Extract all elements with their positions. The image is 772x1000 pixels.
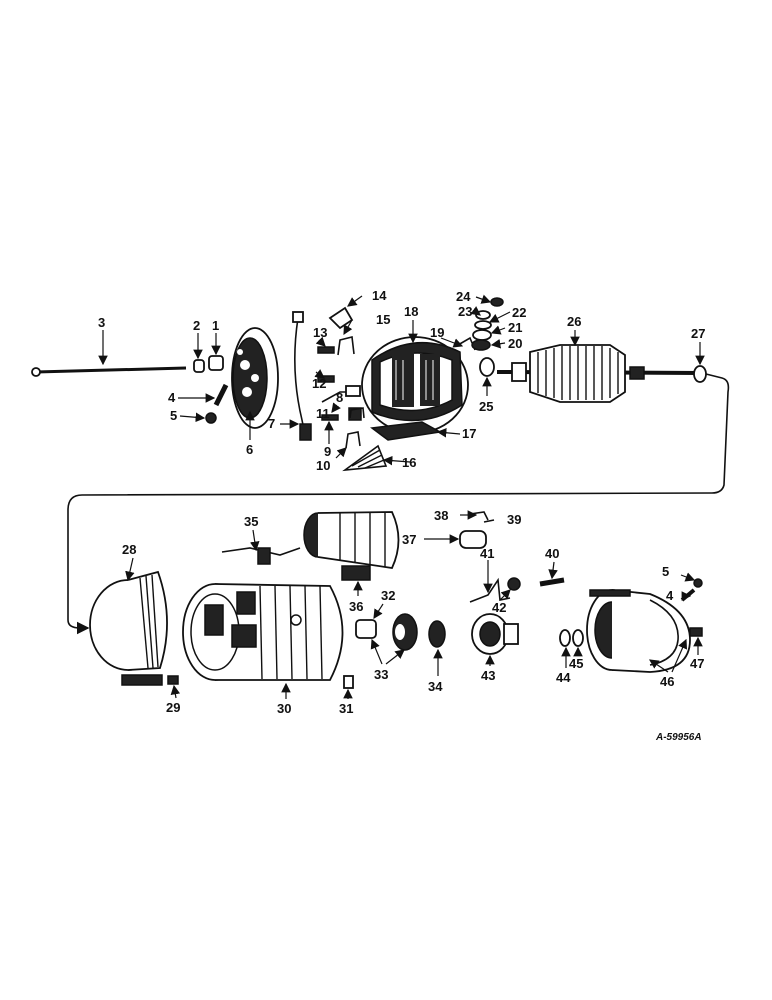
washer-part (428, 620, 446, 648)
callout-4: 4 (168, 390, 176, 405)
callout-32: 32 (381, 588, 395, 603)
callout-46: 46 (660, 674, 674, 689)
callout-44: 44 (556, 670, 571, 685)
callout-47: 47 (690, 656, 704, 671)
callout-20: 20 (508, 336, 522, 351)
callout-22: 22 (512, 305, 526, 320)
end-plate-part (231, 327, 279, 429)
callout-30: 30 (277, 701, 291, 716)
leader-lines (98, 294, 705, 699)
callout-5-right: 5 (662, 564, 669, 579)
callout-18: 18 (404, 304, 418, 319)
callout-29: 29 (166, 700, 180, 715)
callout-9: 9 (324, 444, 331, 459)
brush-part (317, 375, 335, 383)
callout-5: 5 (170, 408, 177, 423)
connector-line (67, 373, 730, 635)
field-coils-part (361, 336, 469, 434)
washer-part (205, 412, 217, 424)
pinion-part (392, 613, 418, 651)
armature-part (496, 344, 701, 403)
bushing-part (208, 355, 224, 371)
callout-43: 43 (481, 668, 495, 683)
shift-fork-part (469, 577, 511, 603)
pin-part (539, 577, 565, 587)
washer-part (693, 365, 707, 383)
callout-40: 40 (545, 546, 559, 561)
callout-17: 17 (462, 426, 476, 441)
callout-37: 37 (402, 532, 416, 547)
callout-19: 19 (430, 325, 444, 340)
callout-14: 14 (372, 288, 387, 303)
callout-27: 27 (691, 326, 705, 341)
callout-28: 28 (122, 542, 136, 557)
callout-42: 42 (492, 600, 506, 615)
callout-25: 25 (479, 399, 493, 414)
drive-part (471, 613, 519, 655)
brush-spring-part (337, 336, 355, 356)
callout-8: 8 (336, 390, 343, 405)
callout-2: 2 (193, 318, 200, 333)
brush-part (317, 346, 335, 354)
nut-part (193, 359, 205, 373)
callout-4-right: 4 (666, 588, 674, 603)
callout-21: 21 (508, 320, 522, 335)
shift-lever-part (221, 547, 301, 565)
callout-33: 33 (374, 667, 388, 682)
callout-45: 45 (569, 656, 583, 671)
callout-36: 36 (349, 599, 363, 614)
frame-housing-part (182, 583, 344, 681)
callout-23: 23 (458, 304, 472, 319)
callout-11: 11 (316, 406, 330, 421)
callout-24: 24 (456, 289, 471, 304)
callout-3: 3 (98, 315, 105, 330)
plunger-part (459, 530, 487, 549)
callout-26: 26 (567, 314, 581, 329)
callout-38: 38 (434, 508, 448, 523)
drive-housing-part (586, 589, 691, 673)
callout-7: 7 (268, 416, 275, 431)
callout-13: 13 (313, 325, 327, 340)
cover-band-part (89, 570, 168, 686)
sleeve-part (355, 619, 377, 639)
callout-15: 15 (376, 312, 390, 327)
through-bolt-part (31, 366, 187, 377)
screw-part (167, 675, 179, 685)
callout-39: 39 (507, 512, 521, 527)
callout-16: 16 (402, 455, 416, 470)
callout-6: 6 (246, 442, 253, 457)
callout-34: 34 (428, 679, 443, 694)
callout-10: 10 (316, 458, 330, 473)
callout-1: 1 (212, 318, 219, 333)
callout-35: 35 (244, 514, 258, 529)
drawing-code: A-59956A (655, 732, 702, 743)
washer-part (479, 357, 495, 377)
callout-41: 41 (480, 546, 494, 561)
callout-31: 31 (339, 701, 353, 716)
lead-wire-part (294, 317, 307, 441)
screw-part (213, 383, 229, 407)
callout-12: 12 (312, 376, 326, 391)
callout-labels: 3 2 1 4 5 6 7 8 9 10 11 12 13 14 15 16 1… (98, 288, 705, 716)
solenoid-part (303, 511, 400, 581)
